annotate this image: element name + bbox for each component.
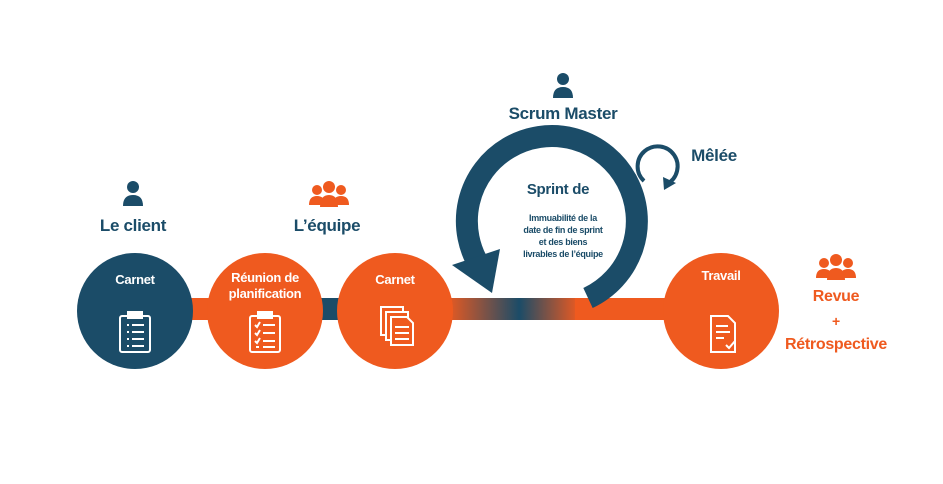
client-label: Le client: [99, 216, 167, 235]
daily-scrum-label: Mêlée: [691, 146, 737, 165]
planning-label-line2: planification: [228, 286, 302, 301]
team-icon: [816, 254, 856, 280]
scrum-master-label: Scrum Master: [508, 104, 618, 123]
planning-label-line1: Réunion de: [231, 270, 299, 285]
sprint-desc-line3: et des biens: [538, 237, 588, 247]
sprint-title: Sprint de: [526, 181, 590, 198]
review-label: Revue: [812, 288, 860, 305]
cycle-arrow-icon: [635, 144, 680, 190]
person-icon: [123, 181, 143, 206]
checklist-icon: [249, 311, 281, 353]
clipboard-list-icon: [119, 311, 151, 353]
review-plus: +: [832, 313, 840, 329]
sprint-desc-line1: Immuabilité de la: [529, 213, 597, 223]
team-icon: [309, 181, 349, 207]
work-label: Travail: [701, 268, 741, 283]
sprint-desc-line2: date de fin de sprint: [523, 225, 603, 235]
team-label: L’équipe: [293, 216, 361, 235]
sprint-cycle-arrow: [452, 125, 648, 308]
sprint-backlog-label: Carnet: [375, 272, 415, 287]
product-backlog-label: Carnet: [115, 272, 155, 287]
work-circle: [663, 253, 779, 369]
person-icon: [553, 73, 573, 98]
sprint-desc-line4: livrables de l’équipe: [523, 249, 603, 259]
documents-icon: [380, 306, 414, 346]
retrospective-label: Rétrospective: [785, 336, 887, 353]
document-check-icon: [710, 315, 736, 353]
